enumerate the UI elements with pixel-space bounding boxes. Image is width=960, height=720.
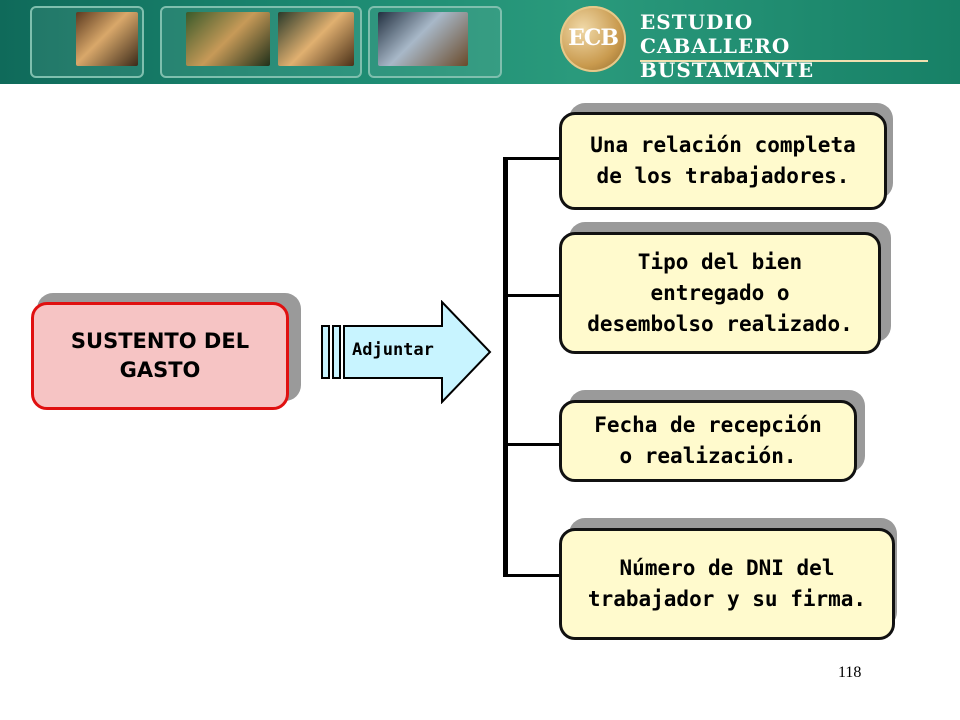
header-banner: ECB ESTUDIO CABALLERO BUSTAMANTE (0, 0, 960, 84)
item-box: Número de DNI del trabajador y su firma. (559, 528, 895, 640)
logo-divider (640, 60, 928, 62)
arrow-label: Adjuntar (352, 340, 434, 360)
office-photo (76, 12, 138, 66)
company-name-line1: ESTUDIO (640, 10, 754, 34)
company-name-line2: CABALLERO BUSTAMANTE (640, 34, 815, 82)
page-number: 118 (838, 664, 862, 681)
item-box: Tipo del bien entregado o desembolso rea… (559, 232, 881, 354)
item-box: Una relación completa de los trabajadore… (559, 112, 887, 210)
connector-branch (503, 574, 561, 577)
connector-branch (503, 294, 561, 297)
connector-branch (503, 443, 561, 446)
main-box: SUSTENTO DEL GASTO (31, 302, 289, 410)
logo-mark: ECB (568, 25, 619, 51)
office-photo (186, 12, 270, 66)
adjuntar-arrow (321, 300, 492, 404)
office-photo (278, 12, 354, 66)
company-logo: ECB (560, 6, 626, 72)
office-photo (378, 12, 468, 66)
item-label: Una relación completa de los trabajadore… (590, 133, 856, 188)
item-box: Fecha de recepción o realización. (559, 400, 857, 482)
item-label: Fecha de recepción o realización. (594, 413, 822, 468)
connector-vertical (503, 157, 508, 577)
item-label: Tipo del bien entregado o desembolso rea… (587, 249, 853, 336)
main-box-label: SUSTENTO DEL GASTO (70, 329, 250, 382)
connector-branch (503, 157, 561, 160)
item-label: Número de DNI del trabajador y su firma. (587, 556, 867, 611)
